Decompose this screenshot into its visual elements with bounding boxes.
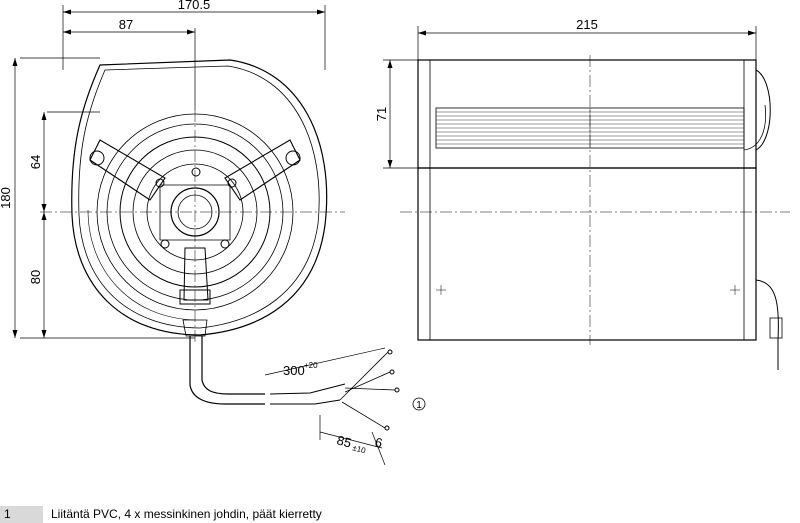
dim-side-height: 71	[374, 107, 389, 121]
dim-front-width: 170.5	[178, 0, 211, 12]
dim-cable-length: 300	[283, 363, 305, 378]
dim-cable-tol: +20	[304, 361, 318, 370]
technical-drawing: 170.5 87 180 64 80 215 71 300 +20 85 ±10…	[0, 0, 790, 466]
dim-upper-height: 64	[28, 155, 43, 169]
dimension-labels: 170.5 87 180 64 80 215 71 300 +20 85 ±10…	[0, 0, 598, 456]
dim-total-height: 180	[0, 187, 13, 209]
dim-strip-length: 85	[335, 432, 353, 450]
front-dimensions	[14, 5, 326, 339]
side-view	[400, 55, 790, 370]
callout-number: 1	[416, 400, 422, 411]
dim-lower-height: 80	[28, 270, 43, 284]
dim-side-width: 215	[576, 17, 598, 32]
side-dimensions	[383, 26, 757, 169]
legend-row: 1 Liitäntä PVC, 4 x messinkinen johdin, …	[0, 506, 800, 523]
legend-text: Liitäntä PVC, 4 x messinkinen johdin, pä…	[51, 507, 322, 521]
callout-circle	[412, 397, 426, 411]
legend-number: 1	[0, 506, 43, 523]
dim-strip-tol: ±10	[351, 443, 367, 455]
front-view	[40, 59, 400, 431]
front-arrows	[12, 9, 325, 338]
dim-hub-offset: 87	[119, 17, 133, 32]
dim-strip-end: 6	[373, 434, 384, 450]
